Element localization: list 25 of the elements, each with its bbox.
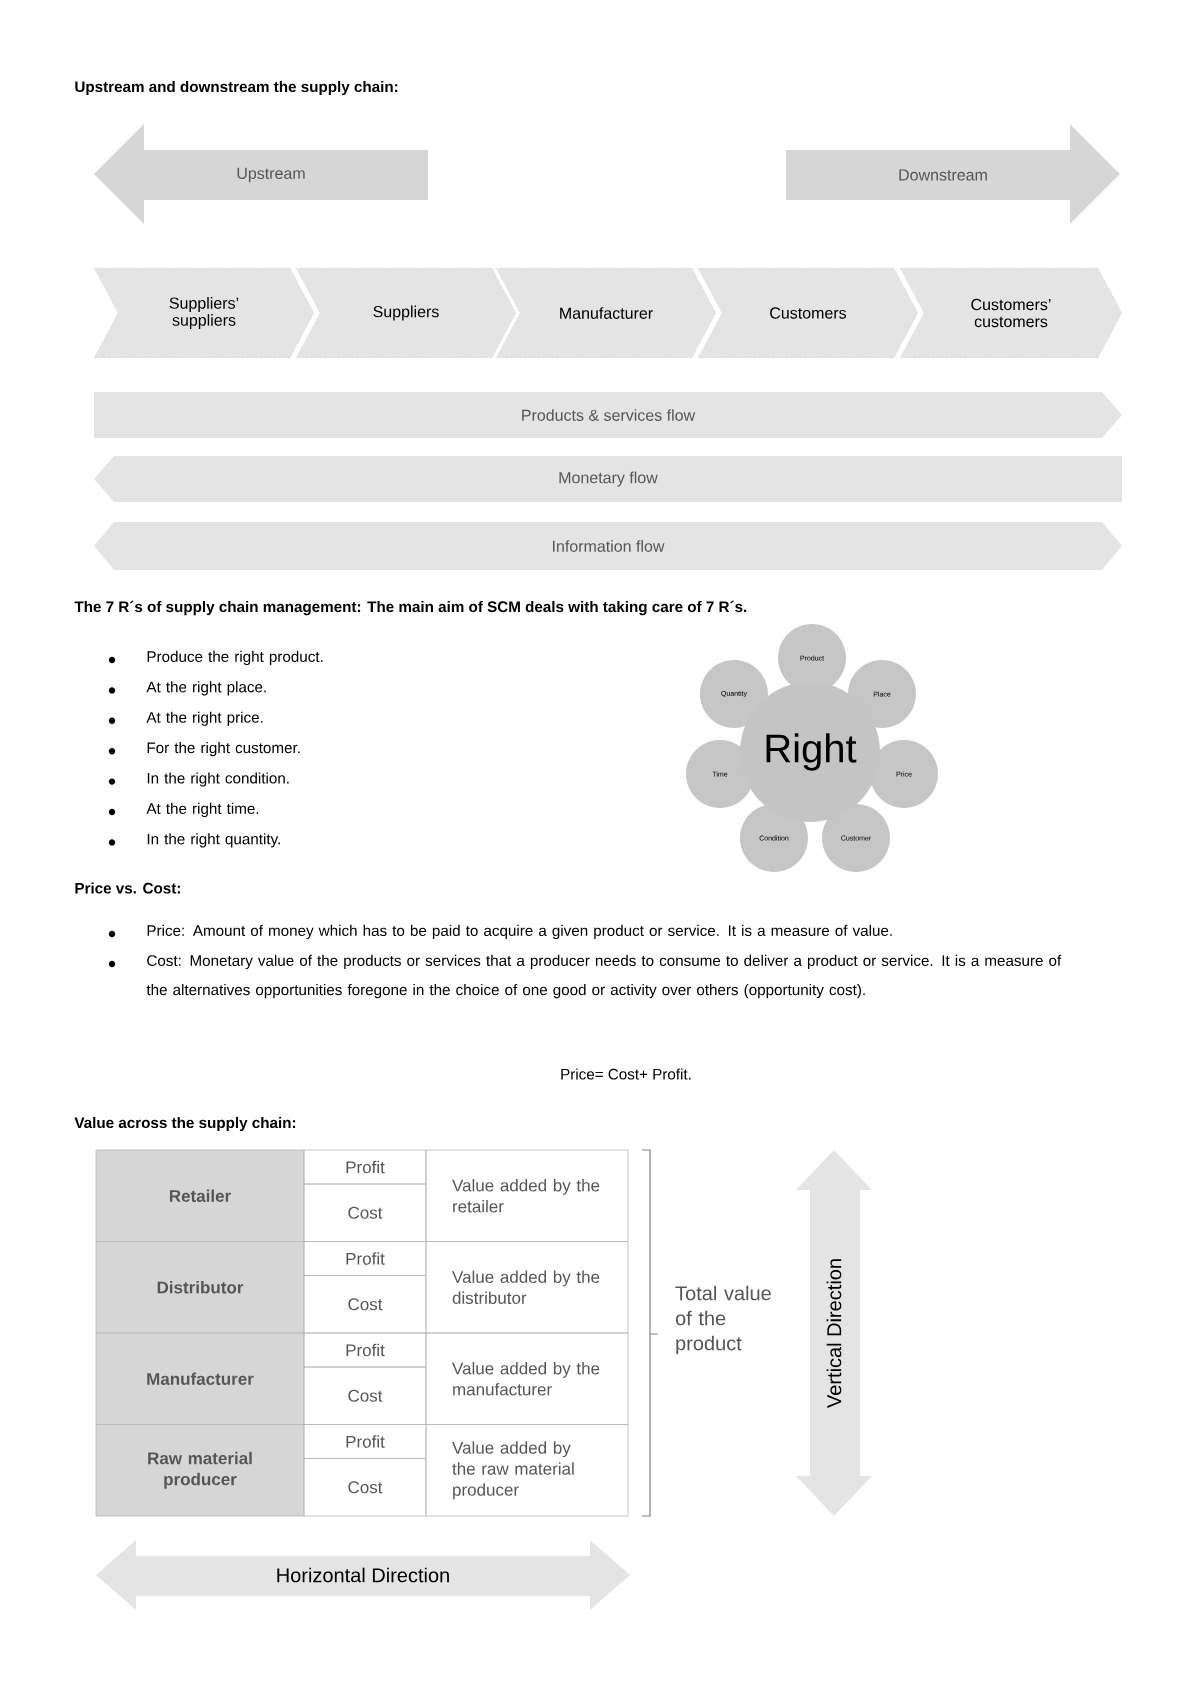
node-label: Right bbox=[766, 733, 857, 771]
direction-band: Vertical Direction bbox=[796, 1150, 872, 1516]
direction-band: Horizontal Direction bbox=[96, 1540, 630, 1610]
table-cell: Value added by the retailer bbox=[425, 1149, 629, 1242]
table-cell: Value added by the distributor bbox=[425, 1241, 629, 1334]
table-cell: Profit bbox=[303, 1332, 427, 1368]
table-cell: Distributor bbox=[95, 1241, 305, 1334]
table-cell: Profit bbox=[303, 1424, 427, 1459]
table-cell: Retailer bbox=[95, 1149, 305, 1242]
table-cell: Value added by the raw material producer bbox=[425, 1424, 629, 1517]
table-cell: Cost bbox=[303, 1458, 427, 1517]
table-cell: Cost bbox=[303, 1183, 427, 1242]
table-cell: Raw material producer bbox=[95, 1424, 305, 1517]
flow-band: Products & services flow bbox=[94, 392, 1122, 438]
direction-band: Downstream bbox=[786, 124, 1120, 224]
table-cell: Cost bbox=[303, 1366, 427, 1425]
table-cell: Value added by the manufacturer bbox=[425, 1332, 629, 1425]
flow-band: Information flow bbox=[94, 522, 1122, 570]
table-cell: Profit bbox=[303, 1149, 427, 1185]
flow-band: Monetary flow bbox=[94, 456, 1122, 502]
table-cell: Cost bbox=[303, 1275, 427, 1334]
bracket-label: Total value of the product bbox=[675, 1285, 771, 1355]
direction-band: Upstream bbox=[94, 124, 428, 224]
table-cell: Manufacturer bbox=[95, 1332, 305, 1425]
table-cell: Profit bbox=[303, 1241, 427, 1276]
